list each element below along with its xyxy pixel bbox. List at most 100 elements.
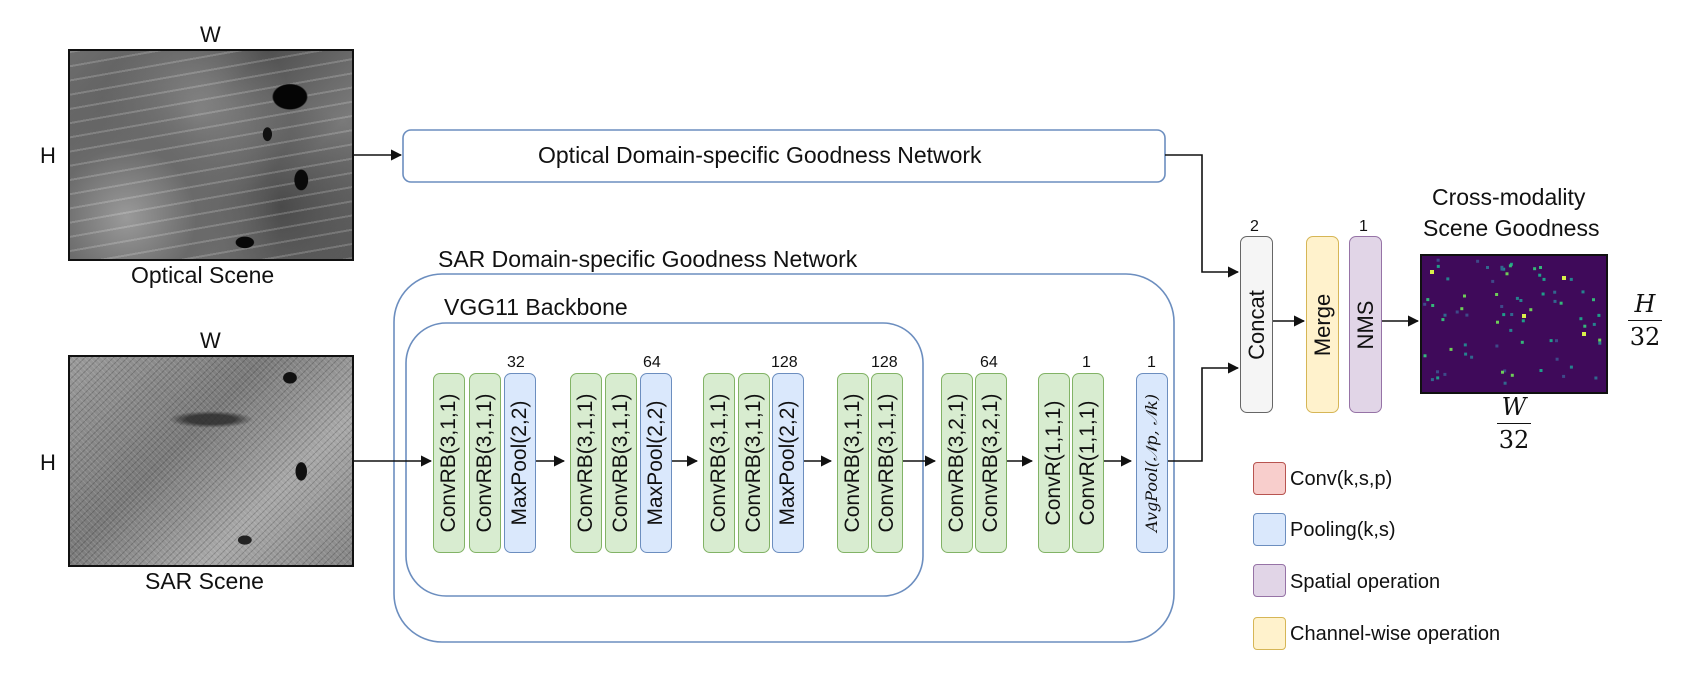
heatmap-speck (1579, 317, 1583, 321)
layer-avgpool: AvgPool(𝒩p, 𝒩k) (1136, 373, 1168, 553)
heatmap-speck (1555, 339, 1558, 343)
heatmap-speck (1515, 296, 1519, 300)
legend-swatch-conv (1253, 462, 1286, 495)
heatmap-speck (1509, 262, 1513, 266)
channels-label-32: 32 (507, 354, 525, 371)
heatmap-speck (1509, 328, 1513, 332)
heatmap-speck (1562, 374, 1566, 378)
heatmap-speck (1538, 273, 1542, 277)
heatmap-speck (1598, 338, 1602, 342)
heatmap-speck (1519, 299, 1523, 302)
heatmap-speck (1520, 340, 1524, 344)
heatmap-speck (1464, 352, 1468, 356)
heatmap-speck (1508, 264, 1512, 268)
optical-scene-image (68, 49, 354, 261)
heatmap-speck (1465, 313, 1469, 317)
layer-conv-11: ConvR(1,1,1) (1038, 373, 1070, 553)
layer-conv-5: ConvRB(3,1,1) (703, 373, 735, 553)
channels-label-64: 64 (643, 354, 661, 371)
heatmap-speck (1502, 267, 1506, 271)
output-title-line1: Cross-modality (1432, 184, 1586, 210)
heatmap-speck (1539, 266, 1542, 269)
heatmap-speck (1559, 301, 1563, 305)
heatmap-speck (1502, 313, 1506, 317)
channels-label-128b: 128 (871, 354, 898, 371)
heatmap-hotspot (1582, 332, 1586, 336)
vgg-backbone-frame (405, 322, 924, 597)
heatmap-speck (1592, 298, 1595, 302)
heatmap-speck (1542, 277, 1546, 281)
heatmap-speck (1463, 294, 1466, 298)
heatmap-speck (1443, 372, 1447, 376)
heatmap-speck (1476, 259, 1480, 263)
heatmap-speck (1436, 376, 1440, 380)
optical-network-box (402, 129, 1166, 183)
legend-label-spatial: Spatial operation (1290, 571, 1441, 593)
heatmap-speck (1449, 347, 1453, 351)
heatmap-speck (1441, 318, 1445, 322)
heatmap-speck (1510, 373, 1514, 377)
arrow-optical-to-concat (1165, 154, 1240, 278)
heatmap-speck (1463, 343, 1467, 347)
sar-scene-image (68, 355, 354, 567)
sar-scene-label: SAR Scene (145, 568, 264, 594)
heatmap-hotspot (1522, 314, 1526, 318)
heatmap-speck (1455, 310, 1459, 314)
heatmap-speck (1500, 305, 1504, 308)
heatmap-speck (1533, 267, 1537, 271)
heatmap-speck (1423, 354, 1427, 358)
heatmap-speck (1431, 304, 1435, 307)
heatmap-speck (1553, 290, 1557, 294)
heatmap-speck (1569, 277, 1573, 281)
heatmap-hotspot (1562, 276, 1566, 280)
heatmap-speck (1436, 370, 1439, 374)
layer-conv-2: ConvRB(3,1,1) (469, 373, 501, 553)
heatmap-speck (1460, 307, 1464, 311)
heatmap-speck (1598, 341, 1602, 345)
goodness-heatmap (1420, 254, 1608, 394)
legend-label-conv: Conv(k,s,p) (1290, 468, 1393, 490)
heatmap-speck (1505, 272, 1509, 276)
layer-conv-12: ConvR(1,1,1) (1072, 373, 1104, 553)
heatmap-speck (1486, 266, 1489, 269)
layer-maxpool-2: MaxPool(2,2) (640, 373, 672, 553)
layer-conv-9: ConvRB(3,2,1) (941, 373, 973, 553)
layer-conv-1: ConvRB(3,1,1) (433, 373, 465, 553)
channels-label-1a: 1 (1082, 354, 1091, 371)
channels-label-1b: 1 (1147, 354, 1156, 371)
heatmap-speck (1501, 370, 1504, 374)
heatmap-speck (1594, 376, 1598, 380)
heatmap-speck (1443, 313, 1447, 317)
heatmap-speck (1555, 357, 1559, 361)
heatmap-speck (1503, 381, 1507, 385)
layer-conv-3: ConvRB(3,1,1) (570, 373, 602, 553)
nms-block: NMS (1349, 236, 1382, 413)
heatmap-speck (1549, 339, 1553, 343)
optical-scene-label: Optical Scene (131, 262, 275, 288)
heatmap-speck (1500, 267, 1504, 271)
heatmap-speck (1446, 277, 1450, 281)
legend-swatch-channel (1253, 617, 1286, 650)
channels-label-128a: 128 (771, 354, 798, 371)
heatmap-speck (1541, 292, 1545, 296)
heatmap-speck (1495, 344, 1499, 348)
concat-block: Concat (1240, 236, 1273, 413)
heatmap-speck (1581, 290, 1585, 294)
heatmap-speck (1597, 313, 1601, 317)
heatmap-speck (1569, 365, 1573, 369)
heatmap-speck (1510, 313, 1514, 316)
heatmap-speck (1503, 369, 1507, 373)
sar-width-label: W (200, 328, 221, 353)
heatmap-speck (1496, 320, 1499, 324)
legend-swatch-pool (1253, 513, 1286, 546)
optical-network-label: Optical Domain-specific Goodness Network (538, 142, 982, 168)
heatmap-speck (1553, 299, 1557, 303)
heatmap-speck (1495, 293, 1499, 296)
layer-conv-8: ConvRB(3,1,1) (871, 373, 903, 553)
heatmap-speck (1491, 279, 1495, 283)
channels-label-64b: 64 (980, 354, 998, 371)
heatmap-speck (1470, 355, 1474, 359)
